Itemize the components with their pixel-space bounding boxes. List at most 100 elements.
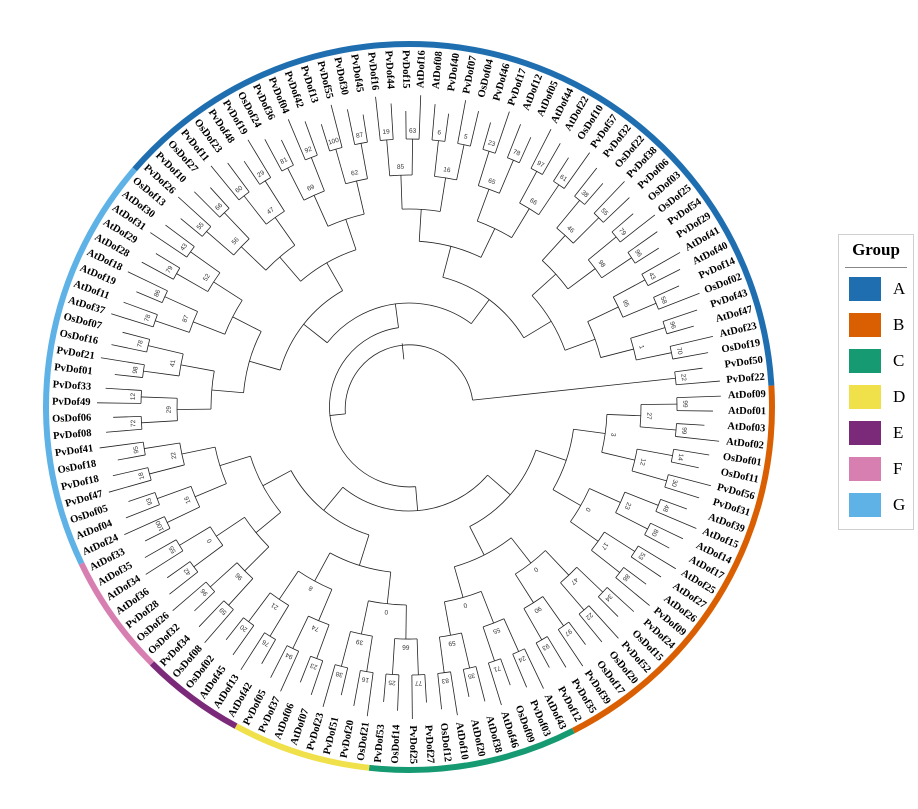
leaf-label: PvDof07: [461, 55, 479, 95]
branch: [360, 600, 369, 635]
branch: [320, 124, 330, 152]
branch: [366, 636, 373, 672]
branch: [172, 581, 207, 612]
bootstrap-value: 46: [565, 225, 575, 235]
branch: [164, 516, 171, 529]
branch: [434, 176, 457, 181]
branch: [224, 212, 250, 240]
branch: [612, 296, 624, 318]
legend-label-g: G: [893, 495, 906, 514]
branch: [573, 428, 606, 434]
bootstrap-value: 60: [234, 184, 244, 194]
bootstrap-value: 100: [155, 519, 166, 532]
branch: [141, 261, 174, 280]
branch: [637, 448, 673, 457]
branch: [519, 202, 539, 216]
bootstrap-value: 6: [437, 129, 442, 136]
legend-item-f: F: [849, 457, 909, 483]
leaf-label: PvDof45: [348, 53, 365, 93]
branch: [480, 591, 494, 624]
branch: [356, 180, 365, 215]
branch: [340, 631, 351, 667]
branch: [664, 486, 700, 499]
branch: [145, 550, 184, 575]
branch: [140, 390, 142, 404]
branch: [279, 256, 301, 282]
bootstrap-value: 55: [599, 207, 609, 217]
bootstrap-value: 55: [168, 544, 178, 554]
legend-swatch-a: [849, 277, 881, 301]
branch: [598, 587, 608, 598]
branch: [278, 570, 299, 600]
branch: [615, 492, 626, 513]
branch: [219, 455, 251, 467]
branch: [627, 231, 658, 253]
legend-item-d: D: [849, 385, 909, 411]
branch: [265, 244, 296, 271]
branch: [243, 160, 261, 185]
branch: [601, 257, 632, 279]
branch: [111, 344, 147, 353]
branch: [674, 367, 703, 373]
branch: [389, 174, 413, 177]
bootstrap-value: 35: [467, 671, 476, 680]
branch: [567, 268, 596, 290]
leaf-label: OsDof01: [722, 452, 762, 469]
legend-divider: [845, 267, 907, 268]
bootstrap-value: 12: [130, 392, 137, 400]
legend-label-e: E: [893, 423, 904, 442]
branch: [360, 143, 368, 179]
bootstrap-value: 95: [132, 445, 140, 454]
bootstrap-value: 63: [409, 128, 417, 135]
branch: [588, 605, 619, 639]
branch: [316, 624, 330, 659]
branch: [149, 464, 185, 475]
bootstrap-value: 12: [638, 458, 647, 467]
branch: [647, 268, 681, 287]
bootstrap-value: 87: [355, 132, 364, 140]
leaf-label: AtDof03: [727, 421, 766, 434]
legend-swatch-g: [849, 493, 881, 517]
branch: [247, 139, 272, 178]
branch: [205, 581, 215, 592]
branch: [591, 550, 620, 573]
branch: [475, 666, 486, 702]
bootstrap-value: 66: [528, 197, 538, 207]
branch: [165, 224, 195, 247]
branch: [574, 195, 585, 205]
branch: [308, 615, 330, 626]
leaf-label: OsDof14: [390, 724, 402, 764]
branch: [264, 632, 276, 640]
branch: [444, 591, 482, 603]
branch: [619, 214, 656, 243]
branch: [397, 674, 400, 711]
branch: [482, 122, 491, 150]
branch: [593, 181, 625, 214]
bootstrap-value: 38: [580, 189, 590, 199]
branch: [136, 291, 163, 303]
leaf-label: PvDof30: [331, 56, 350, 96]
bootstrap-value: 69: [306, 183, 316, 193]
branch: [669, 336, 713, 347]
legend-swatch-d: [849, 385, 881, 409]
branch: [281, 139, 294, 166]
leaf-label: PvDof44: [383, 50, 396, 90]
group-legend: Group A B C D E F G: [838, 234, 914, 530]
bootstrap-value: 38: [335, 669, 344, 678]
branch: [630, 327, 666, 339]
branch: [310, 660, 324, 695]
bootstrap-value: 96: [199, 587, 209, 597]
branch: [482, 626, 495, 662]
branch: [476, 189, 490, 222]
bootstrap-value: 79: [617, 227, 627, 237]
branch: [531, 295, 566, 351]
leaf-label: OsDof06: [52, 413, 91, 425]
branch: [114, 374, 143, 378]
branch: [439, 636, 445, 673]
branch: [117, 454, 146, 461]
branch: [636, 352, 672, 361]
branch: [450, 671, 458, 716]
leaf-label: OsDof12: [438, 722, 453, 762]
bootstrap-value: 29: [256, 169, 266, 179]
branch: [673, 448, 710, 456]
